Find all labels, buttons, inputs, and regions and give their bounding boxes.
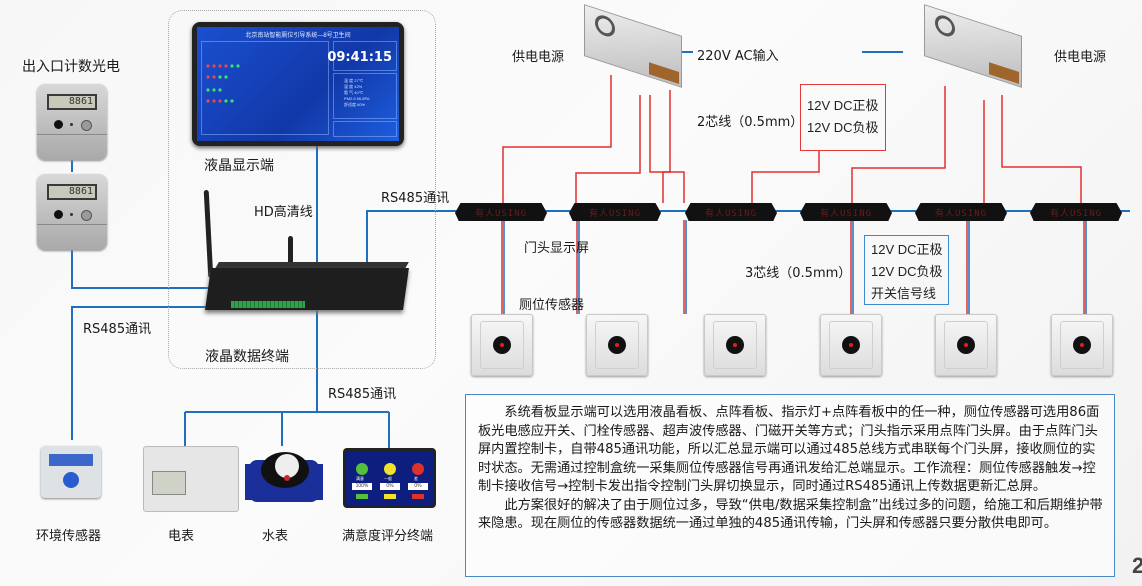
sad-face-icon bbox=[412, 463, 424, 475]
door-display-screen: 有人USING bbox=[569, 203, 661, 221]
toilet-sensor-device bbox=[471, 314, 533, 376]
antenna-icon bbox=[288, 236, 293, 274]
door-display-text: 有人USING bbox=[588, 209, 642, 219]
sensor-eye-icon bbox=[493, 336, 511, 354]
spec-line: 开关信号线 bbox=[871, 286, 937, 301]
water-meter-label: 水表 bbox=[262, 529, 289, 544]
rating-option: 差 bbox=[414, 476, 418, 481]
env-value: PM2.5 56.8PA bbox=[344, 96, 370, 101]
page-number: 2 bbox=[1132, 553, 1142, 578]
env-panel: 温 度 27℃ 湿 度 42% 氨 气 40℃ PM2.5 56.8PA 舒适度… bbox=[333, 73, 397, 119]
rating-value: 0% bbox=[408, 483, 428, 490]
env-value: 温 度 27℃ bbox=[344, 78, 364, 83]
psu-left-label: 供电电源 bbox=[512, 50, 565, 65]
rs485-bottom-label: RS485通讯 bbox=[328, 387, 397, 402]
door-display-text: 有人USING bbox=[474, 209, 528, 219]
wire-counter-to-terminal bbox=[71, 248, 210, 289]
rating-value: 100% bbox=[352, 483, 372, 490]
wire-psu2-c bbox=[1001, 95, 1082, 203]
sensor-eye-icon bbox=[1073, 336, 1091, 354]
neutral-face-icon bbox=[384, 463, 396, 475]
rating-option: 一般 bbox=[384, 476, 392, 481]
sensor-eye-icon bbox=[726, 336, 744, 354]
toilet-sensor-device bbox=[1051, 314, 1113, 376]
wire-psu1-d bbox=[649, 95, 685, 203]
counter-device-2: 8861 bbox=[37, 174, 107, 250]
door-display-text: 有人USING bbox=[934, 209, 988, 219]
door-display-screen: 有人USING bbox=[800, 203, 892, 221]
sensor-eye-icon bbox=[608, 336, 626, 354]
spec-line: 12V DC正极 bbox=[871, 242, 943, 257]
spec-line: 12V DC正极 bbox=[807, 98, 879, 113]
description-paragraph: 系统看板显示端可以选用液晶看板、点阵看板、指示灯+点阵看板中的任一种，厕位传感器… bbox=[478, 405, 1100, 494]
door-display-screen: 有人USING bbox=[1030, 203, 1122, 221]
wire-terminal-to-env bbox=[71, 306, 210, 440]
toilet-sensor-label: 厕位传感器 bbox=[519, 298, 585, 313]
rating-terminal-device: 100% 0% 0% 满意 一般 差 bbox=[343, 448, 436, 508]
wire-meter-bus bbox=[184, 411, 390, 448]
toilet-sensor-device bbox=[704, 314, 766, 376]
spec-line: 12V DC负极 bbox=[807, 120, 879, 135]
counter-device-1: 8861 bbox=[37, 84, 107, 160]
toilet-sensor-device bbox=[820, 314, 882, 376]
three-core-label: 3芯线（0.5mm） bbox=[745, 266, 852, 281]
elec-meter-label: 电表 bbox=[168, 529, 195, 544]
water-meter-device bbox=[245, 452, 323, 502]
rating-terminal-label: 满意度评分终端 bbox=[342, 529, 434, 544]
wire-psu2-a2 bbox=[851, 86, 946, 203]
counter-readout: 8861 bbox=[47, 94, 97, 110]
lcd-title: 北京南站智能厕位引导系统—8号卫生间 bbox=[245, 33, 351, 39]
wire-psu1-a bbox=[502, 75, 612, 203]
rs485-top-label: RS485通讯 bbox=[381, 191, 450, 206]
clock-panel bbox=[333, 41, 397, 71]
psu-right-label: 供电电源 bbox=[1054, 50, 1107, 65]
terminal-connector-strip bbox=[231, 301, 305, 308]
spec-line: 12V DC负极 bbox=[871, 264, 943, 279]
smile-face-icon bbox=[356, 463, 368, 475]
description-paragraph: 此方案很好的解决了由于厕位过多，导致“供电/数据采集控制盒”出线过多的问题，给施… bbox=[478, 497, 1103, 532]
env-sensor-label: 环境传感器 bbox=[36, 529, 102, 544]
signal-spec-box: 12V DC正极 12V DC负极 开关信号线 bbox=[864, 235, 949, 305]
lcd-display-label: 液晶显示端 bbox=[204, 158, 274, 174]
description-box: 系统看板显示端可以选用液晶看板、点阵看板、指示灯+点阵看板中的任一种，厕位传感器… bbox=[465, 394, 1115, 577]
door-display-screen: 有人USING bbox=[455, 203, 547, 221]
env-value: 氨 气 40℃ bbox=[344, 90, 364, 95]
floor-plan-panel bbox=[201, 41, 329, 135]
counter-readout: 8861 bbox=[47, 184, 97, 200]
status-panel bbox=[333, 121, 397, 137]
door-display-text: 有人USING bbox=[819, 209, 873, 219]
stall-indicators bbox=[206, 64, 240, 103]
sensor-eye-icon bbox=[842, 336, 860, 354]
rs485-left-label: RS485通讯 bbox=[83, 322, 152, 337]
env-value: 湿 度 42% bbox=[344, 84, 363, 89]
toilet-sensor-device bbox=[935, 314, 997, 376]
counter-label: 出入口计数光电 bbox=[22, 59, 120, 75]
lcd-clock: 09:41:15 bbox=[327, 50, 392, 65]
rating-value: 0% bbox=[380, 483, 400, 490]
hd-cable-label: HD高清线 bbox=[254, 205, 313, 220]
ac-input-label: 220V AC输入 bbox=[697, 49, 779, 64]
wire-psu2-a bbox=[751, 150, 820, 203]
door-display-screen: 有人USING bbox=[915, 203, 1007, 221]
power-spec-box: 12V DC正极 12V DC负极 bbox=[800, 84, 886, 151]
door-display-label: 门头显示屏 bbox=[524, 241, 590, 256]
env-value: 舒适度 60% bbox=[344, 102, 366, 107]
display-terminal-group bbox=[168, 10, 436, 369]
electric-meter-device bbox=[143, 446, 239, 512]
door-display-text: 有人USING bbox=[1049, 209, 1103, 219]
door-display-text: 有人USING bbox=[704, 209, 758, 219]
env-sensor-device bbox=[41, 446, 101, 498]
wire-psu1-c bbox=[662, 90, 671, 203]
door-display-screen: 有人USING bbox=[685, 203, 777, 221]
lcd-display-screen: 北京南站智能厕位引导系统—8号卫生间 09:41:15 温 度 27℃ 湿 度 … bbox=[192, 22, 404, 146]
rating-option: 满意 bbox=[356, 476, 364, 481]
wire-psu1-b bbox=[575, 95, 641, 203]
toilet-sensor-device bbox=[586, 314, 648, 376]
terminal-label: 液晶数据终端 bbox=[205, 349, 289, 365]
two-core-label: 2芯线（0.5mm） bbox=[697, 115, 804, 130]
sensor-eye-icon bbox=[957, 336, 975, 354]
